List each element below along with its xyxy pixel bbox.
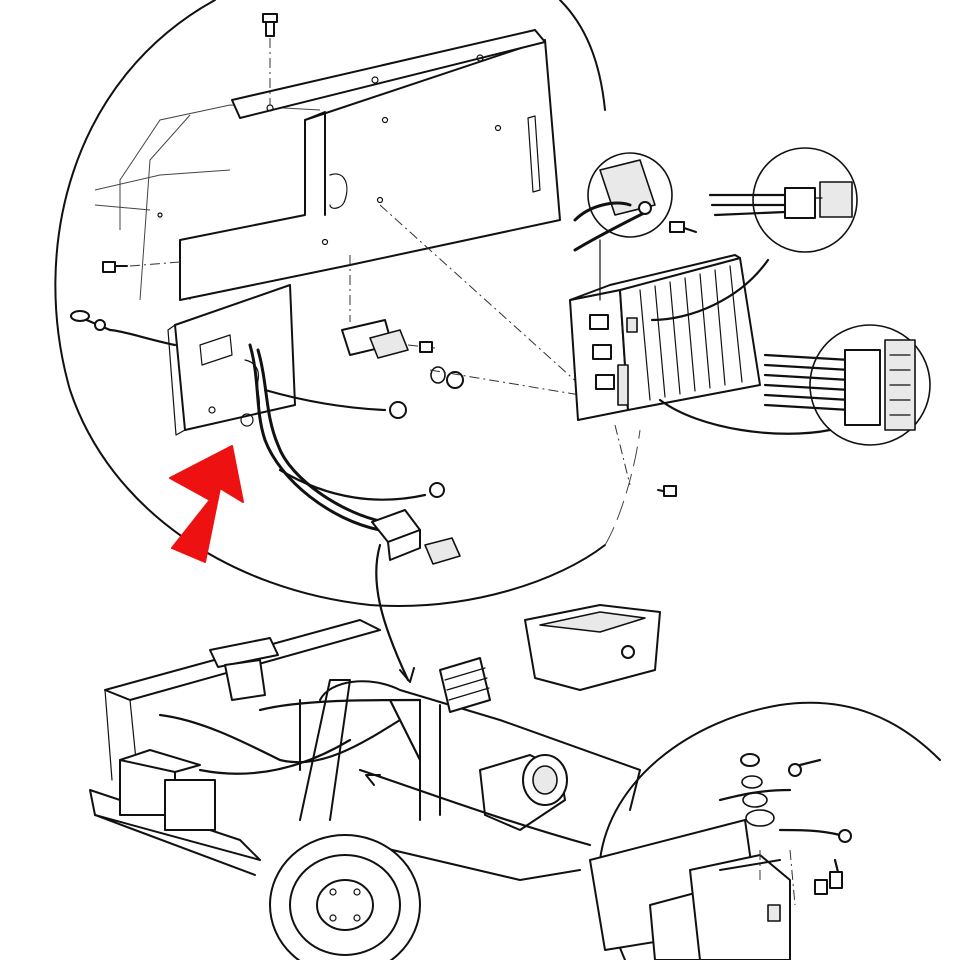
controller-bolt-icon	[657, 485, 677, 497]
mounting-plate	[157, 29, 561, 301]
main-detail-circle	[54, 0, 641, 607]
installed-controller-icon	[524, 604, 661, 691]
harness-plate	[167, 284, 296, 436]
cart-chassis	[89, 619, 641, 881]
controller-pins-callout	[573, 152, 697, 301]
red-indicator-arrow-icon	[169, 445, 244, 563]
motor-controller	[569, 254, 832, 486]
main-harness-connector-icon	[371, 509, 461, 683]
wheel-icon	[269, 834, 421, 960]
left-bolt-icon	[102, 261, 181, 273]
speed-sensor-callout	[708, 147, 858, 253]
main-connector-callout	[763, 324, 931, 446]
solenoid-detail-callout	[589, 701, 941, 960]
top-bolt-icon	[262, 13, 278, 105]
wire-harness	[70, 310, 445, 532]
lower-wiring	[158, 698, 592, 847]
bracket-block-icon	[341, 204, 581, 396]
motor-icon	[479, 754, 568, 831]
